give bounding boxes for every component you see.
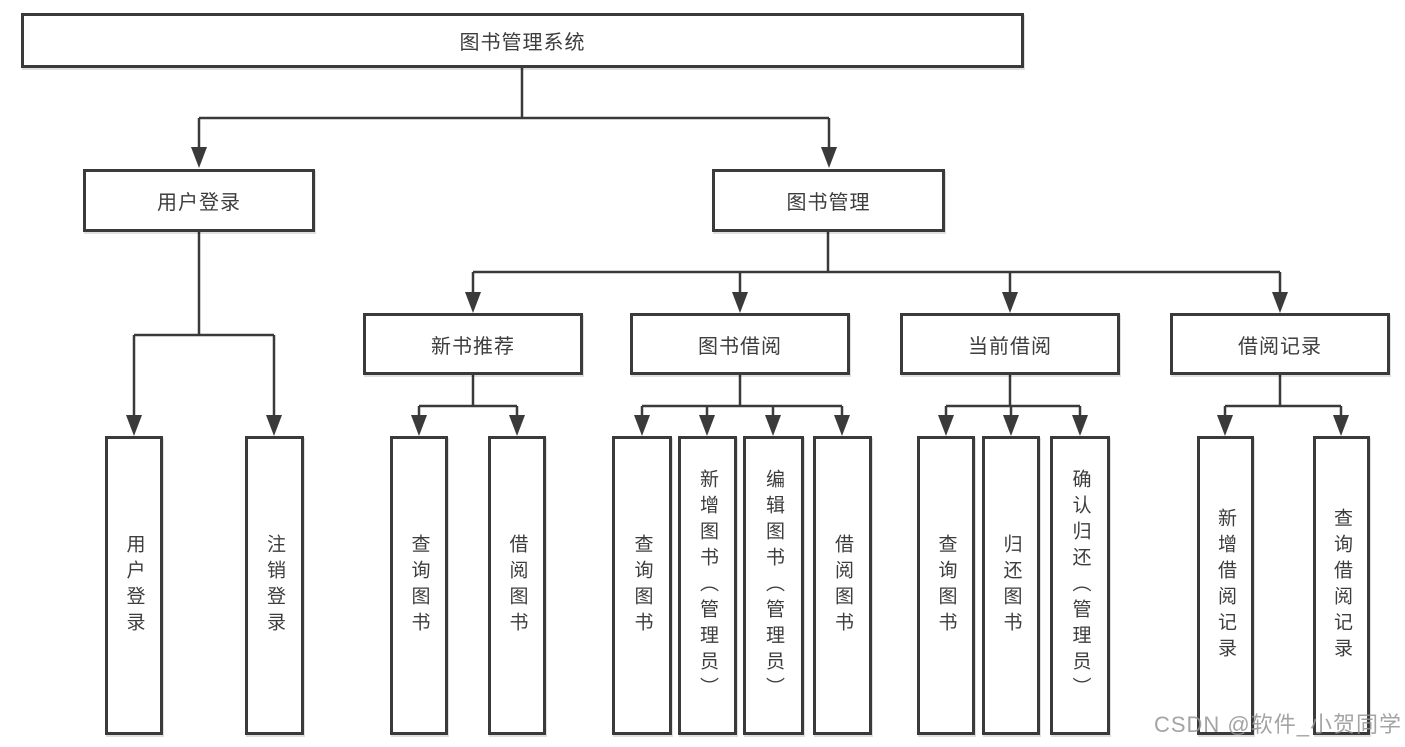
node-current-borrowing: 当前借阅 [900, 313, 1120, 375]
node-label: 借阅记录 [1238, 335, 1322, 358]
leaf-confirm-return-admin: 确认归还（管理员） [1050, 436, 1110, 735]
leaf-return-books: 归还图书 [982, 436, 1040, 735]
csdn-watermark: CSDN @软件_小贺同学 [1153, 712, 1402, 737]
node-borrow-records: 借阅记录 [1170, 313, 1390, 375]
arrowhead [509, 415, 525, 436]
arrowhead [266, 415, 282, 436]
leaf-label: 查询图书 [408, 533, 430, 638]
arrowhead [1072, 415, 1088, 436]
arrowhead [1003, 415, 1019, 436]
leaf-add-borrow-record: 新增借阅记录 [1197, 436, 1254, 735]
connector-root [197, 68, 831, 150]
node-library-management-system: 图书管理系统 [21, 13, 1024, 68]
arrowhead [1333, 415, 1349, 436]
leaf-label: 借阅图书 [832, 533, 853, 638]
leaf-edit-books-admin: 编辑图书（管理员） [743, 436, 804, 735]
leaf-logout: 注销登录 [245, 436, 304, 735]
arrowhead [1217, 415, 1233, 436]
leaf-label: 注销登录 [264, 533, 285, 638]
connector-borrow-records [1223, 375, 1343, 418]
leaf-label: 确认归还（管理员） [1069, 468, 1091, 703]
leaf-borrow-books: 借阅图书 [813, 436, 872, 735]
connector-current-borrow [944, 375, 1082, 418]
leaf-label: 新增图书（管理员） [697, 468, 718, 703]
arrowhead [126, 415, 142, 436]
arrowhead [465, 292, 481, 313]
leaf-label: 借阅图书 [506, 533, 528, 638]
node-label: 当前借阅 [968, 335, 1052, 358]
node-user-login: 用户登录 [83, 169, 315, 232]
connector-book-borrow [640, 375, 844, 418]
leaf-label: 归还图书 [1000, 533, 1022, 638]
leaf-query-borrow-record: 查询借阅记录 [1313, 436, 1370, 735]
connector-user-login [132, 232, 276, 418]
node-new-book-recommend: 新书推荐 [363, 313, 583, 375]
node-label: 用户登录 [157, 192, 241, 214]
leaf-label: 查询图书 [631, 533, 653, 638]
arrowhead [1002, 292, 1018, 313]
node-label: 图书管理系统 [459, 32, 586, 54]
leaf-label: 用户登录 [123, 533, 145, 638]
leaf-query-books: 查询图书 [917, 436, 975, 735]
connector-book-mgmt [471, 232, 1282, 295]
arrowhead [821, 147, 837, 168]
arrowhead [765, 415, 781, 436]
arrowhead [938, 415, 954, 436]
arrowhead [411, 415, 427, 436]
arrowhead [1272, 292, 1288, 313]
leaf-label: 查询借阅记录 [1331, 507, 1352, 664]
node-label: 图书管理 [786, 192, 871, 214]
node-book-management: 图书管理 [712, 169, 945, 232]
leaf-borrow-books: 借阅图书 [488, 436, 546, 735]
leaf-query-books: 查询图书 [390, 436, 448, 735]
arrowhead [732, 292, 748, 313]
node-label: 图书借阅 [698, 335, 782, 358]
node-book-borrowing: 图书借阅 [630, 313, 850, 375]
leaf-query-books: 查询图书 [612, 436, 672, 735]
arrowhead [699, 415, 715, 436]
leaf-user-login: 用户登录 [105, 436, 163, 735]
leaf-label: 查询图书 [935, 533, 957, 638]
arrowhead [834, 415, 850, 436]
leaf-label: 新增借阅记录 [1215, 507, 1236, 664]
connector-new-book [417, 375, 519, 418]
arrowhead [191, 147, 207, 168]
leaf-add-books-admin: 新增图书（管理员） [678, 436, 737, 735]
leaf-label: 编辑图书（管理员） [763, 468, 784, 703]
arrowhead [634, 415, 650, 436]
node-label: 新书推荐 [431, 335, 515, 358]
